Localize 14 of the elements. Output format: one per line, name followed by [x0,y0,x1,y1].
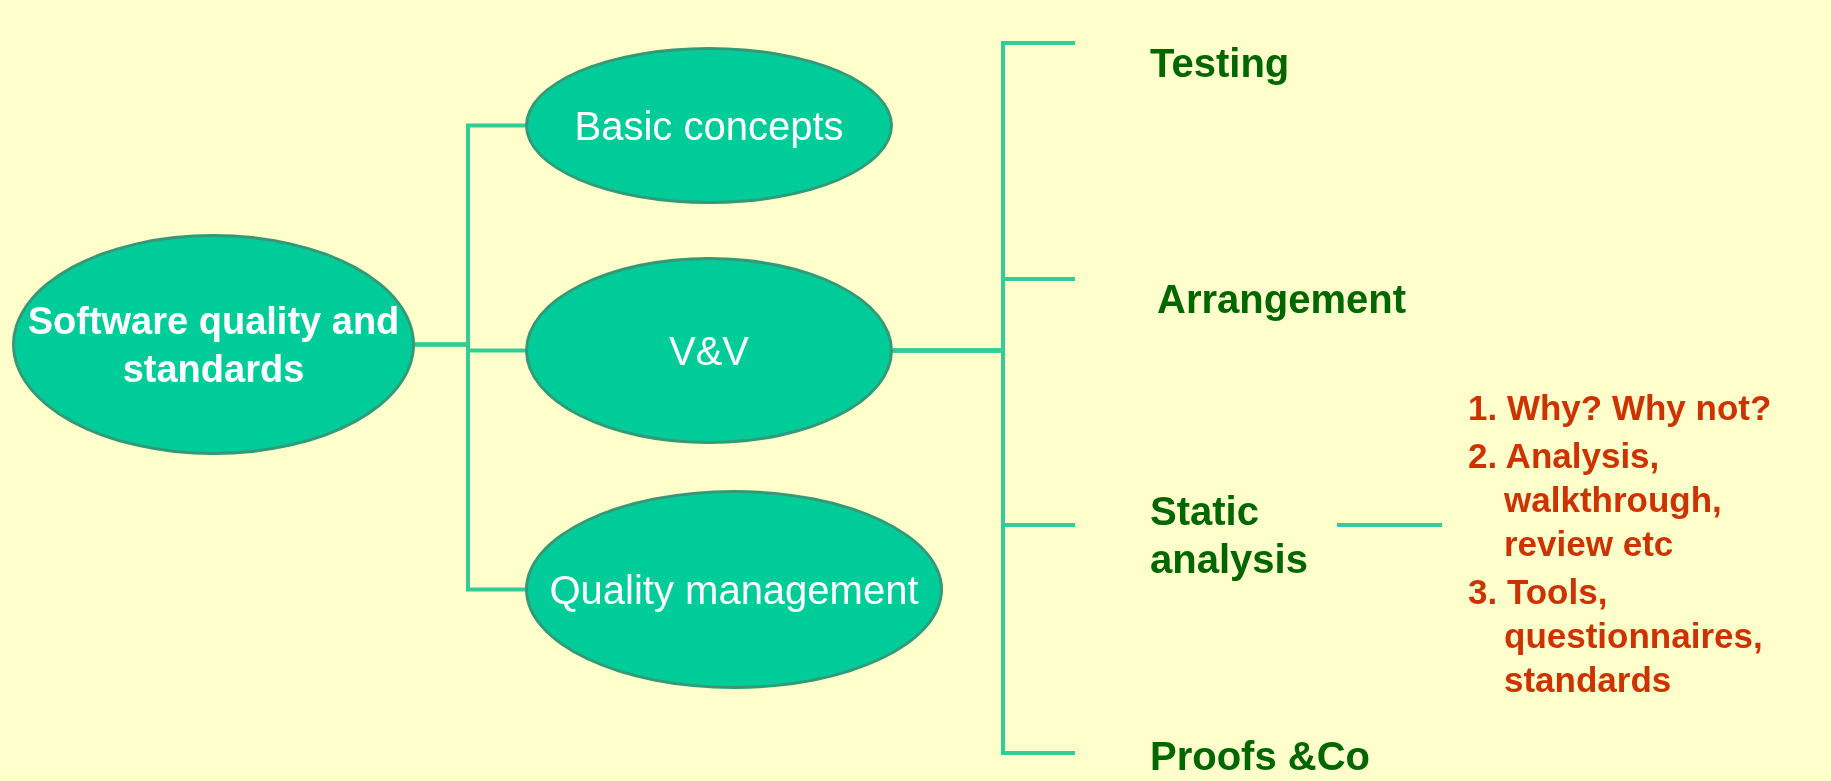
topic-label: Static analysis [1150,488,1309,583]
topic-label: Testing [1150,40,1290,87]
topic-label: Arrangement [1157,276,1406,323]
connector-line [1337,523,1442,527]
connector-line [415,342,525,592]
ellipse-label: V&V [668,327,749,375]
list-item: 1. Why? Why not? [1468,387,1772,429]
topic-label: Proofs &Co [1150,733,1370,780]
connector-line [893,348,1075,755]
list-item: 3. Tools, questionnaires, standards [1468,571,1764,701]
ellipse-label: Quality management [549,566,919,614]
ellipse-label: Basic concepts [574,102,844,150]
ellipse-label: Software quality and standards [26,298,401,392]
list-item: 2. Analysis, walkthrough, review etc [1468,435,1723,565]
